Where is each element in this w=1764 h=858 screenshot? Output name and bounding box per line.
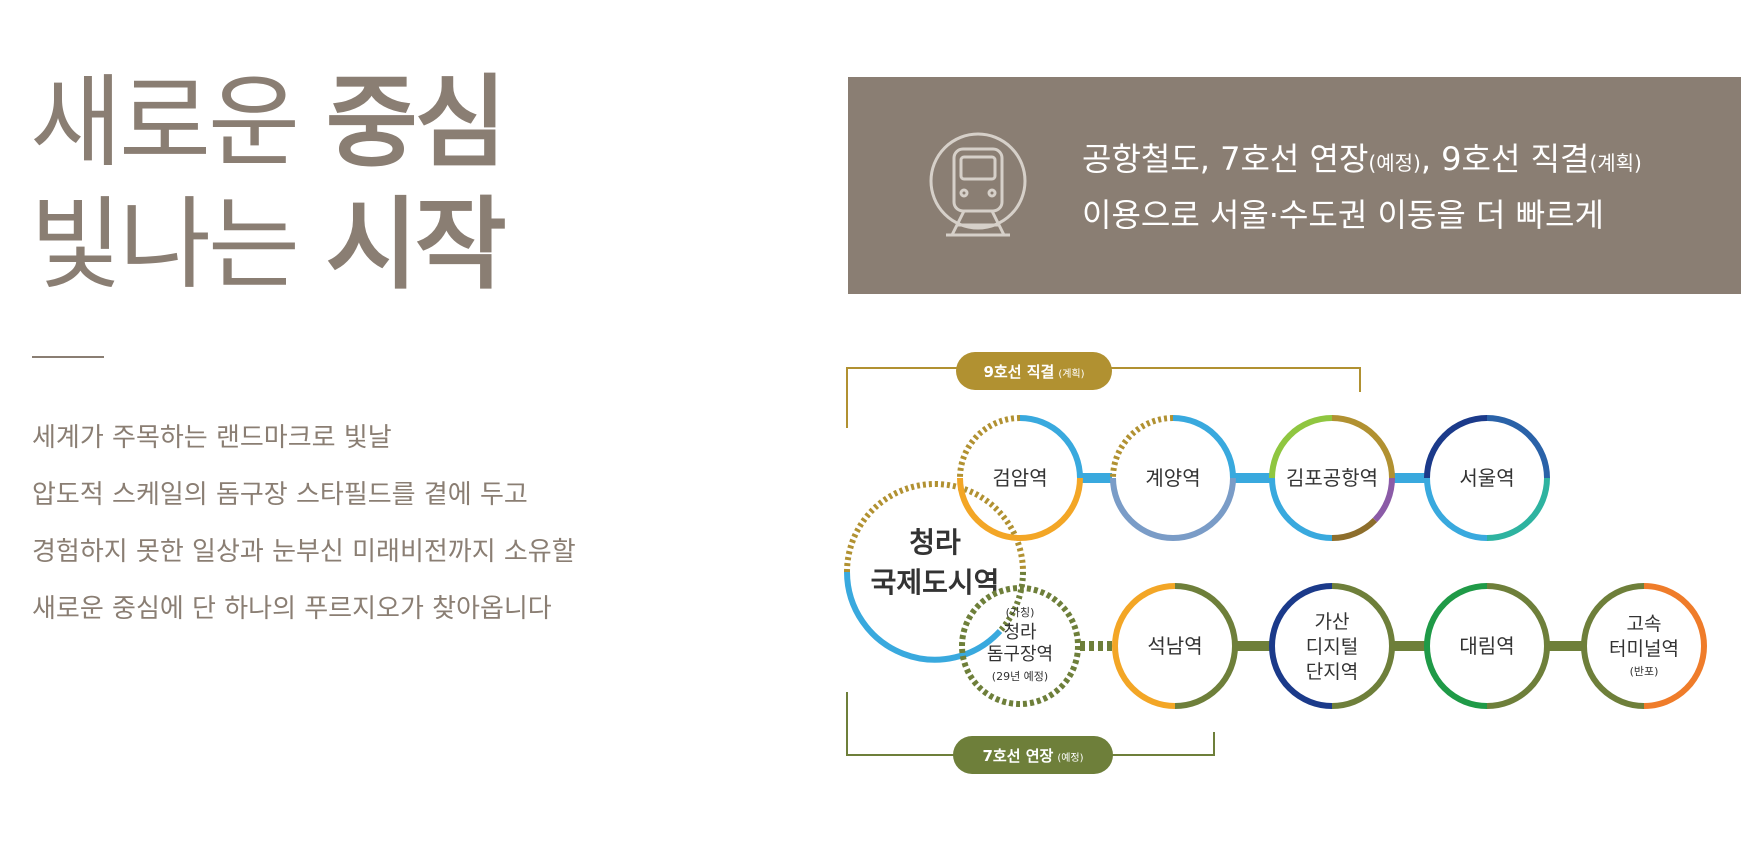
headline: 새로운 중심 빛나는 시작 (30, 62, 507, 306)
svg-text:청라: 청라 (1003, 622, 1037, 643)
banner-text: 공항철도, 7호선 연장(예정), 9호선 직결(계획) 이용으로 서울·수도권… (1082, 133, 1642, 241)
svg-text:디지털: 디지털 (1306, 636, 1358, 658)
banner-line-2: 이용으로 서울·수도권 이동을 더 빠르게 (1082, 196, 1604, 234)
svg-text:고속: 고속 (1627, 613, 1662, 635)
station-seoknam: 석남역 (1112, 583, 1238, 709)
svg-text:단지역: 단지역 (1306, 661, 1358, 683)
station-gyeyang: 계양역 (1110, 415, 1236, 541)
station-cheongna-dome: (가칭) 청라 돔구장역 (29년 예정) (959, 585, 1081, 707)
station-seoul: 서울역 (1424, 415, 1550, 541)
description: 세계가 주목하는 랜드마크로 빛날 압도적 스케일의 돔구장 스타필드를 곁에 … (32, 410, 576, 638)
station-express-bus-terminal: 고속 터미널역 (반포) (1581, 583, 1707, 709)
svg-text:계양역: 계양역 (1145, 466, 1200, 490)
divider (32, 356, 104, 358)
route-diagram: 9호선 직결(계획) 7호선 연장(예정) 청라 국제도시역 검암역 계양역 김… (844, 352, 1707, 774)
description-line: 경험하지 못한 일상과 눈부신 미래비전까지 소유할 (32, 537, 576, 567)
svg-text:터미널역: 터미널역 (1609, 638, 1679, 660)
station-geomam: 검암역 (957, 415, 1083, 541)
svg-text:7호선 연장(예정): 7호선 연장(예정) (982, 747, 1083, 765)
svg-text:9호선 직결(계획): 9호선 직결(계획) (983, 363, 1084, 381)
description-line: 새로운 중심에 단 하나의 푸르지오가 찾아옵니다 (32, 594, 552, 624)
main-station-line-2: 국제도시역 (871, 566, 1000, 599)
headline-line-2: 빛나는 시작 (30, 186, 507, 303)
station-gasan-digital: 가산 디지털 단지역 (1269, 583, 1395, 709)
transport-banner: 공항철도, 7호선 연장(예정), 9호선 직결(계획) 이용으로 서울·수도권… (848, 77, 1741, 294)
svg-text:가산: 가산 (1315, 611, 1350, 633)
station-gimpo-airport: 김포공항역 (1269, 415, 1396, 542)
svg-text:김포공항역: 김포공항역 (1286, 466, 1378, 490)
description-line: 압도적 스케일의 돔구장 스타필드를 곁에 두고 (32, 480, 528, 510)
svg-text:서울역: 서울역 (1459, 466, 1514, 490)
svg-text:(29년 예정): (29년 예정) (992, 670, 1048, 683)
line7-pill: 7호선 연장(예정) (953, 736, 1113, 774)
headline-line-1: 새로운 중심 (30, 64, 507, 181)
svg-text:대림역: 대림역 (1459, 634, 1514, 658)
station-daerim: 대림역 (1424, 583, 1550, 709)
svg-text:(가칭): (가칭) (1006, 606, 1035, 619)
station-cheongna-intl: 청라 국제도시역 (844, 481, 1026, 663)
banner-line-1: 공항철도, 7호선 연장(예정), 9호선 직결(계획) (1082, 140, 1642, 178)
svg-text:석남역: 석남역 (1147, 634, 1202, 658)
svg-text:검암역: 검암역 (992, 466, 1047, 490)
description-line: 세계가 주목하는 랜드마크로 빛날 (32, 423, 392, 453)
main-station-line-1: 청라 (909, 526, 961, 559)
subway-train-icon (929, 132, 1027, 237)
line9-pill: 9호선 직결(계획) (956, 352, 1112, 390)
svg-text:(반포): (반포) (1630, 665, 1659, 678)
svg-text:돔구장역: 돔구장역 (987, 644, 1053, 665)
